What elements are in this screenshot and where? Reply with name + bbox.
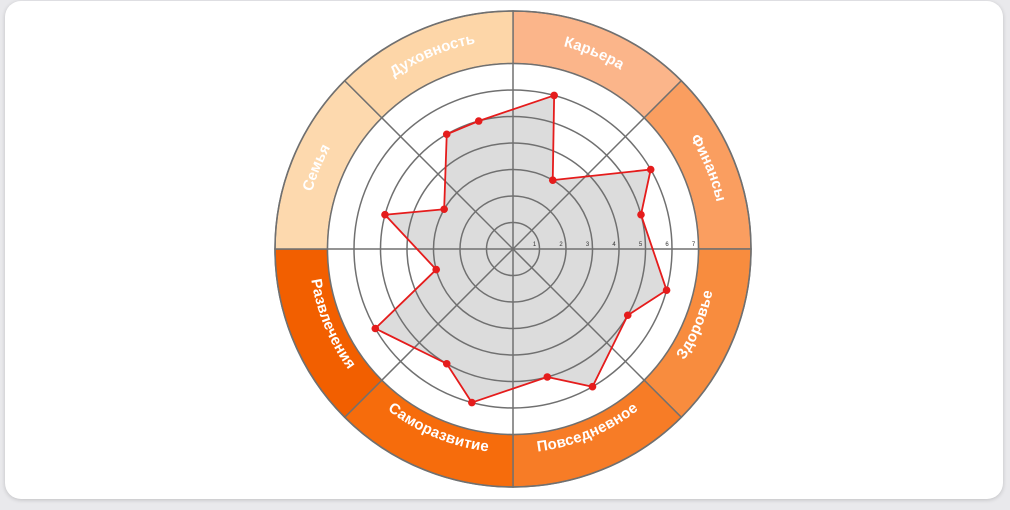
value-point-11: [371, 324, 380, 333]
tick-label-7: 7: [692, 242, 696, 248]
tick-label-2: 2: [559, 242, 563, 248]
value-point-6: [623, 311, 632, 320]
tick-label-5: 5: [639, 242, 643, 248]
outer-border: [274, 10, 752, 488]
value-point-13: [381, 210, 389, 219]
value-point-15: [442, 130, 451, 139]
value-point-10: [442, 359, 451, 368]
tick-label-6: 6: [665, 242, 669, 248]
value-point-16: [474, 117, 483, 125]
value-point-4: [637, 210, 645, 219]
tick-label-3: 3: [586, 242, 590, 248]
value-point-2: [548, 176, 557, 184]
value-point-8: [543, 373, 552, 381]
value-point-1: [550, 91, 558, 100]
spoke-8: [381, 117, 514, 250]
spoke-4: [512, 248, 645, 381]
value-point-9: [468, 398, 476, 407]
value-point-7: [588, 382, 597, 391]
value-point-5: [662, 286, 671, 294]
tick-label-1: 1: [533, 242, 537, 248]
spoke-6: [381, 248, 514, 381]
tick-label-4: 4: [612, 242, 616, 248]
spoke-2: [512, 117, 645, 250]
value-point-14: [440, 205, 448, 214]
value-point-3: [646, 165, 655, 174]
value-point-12: [432, 265, 441, 274]
